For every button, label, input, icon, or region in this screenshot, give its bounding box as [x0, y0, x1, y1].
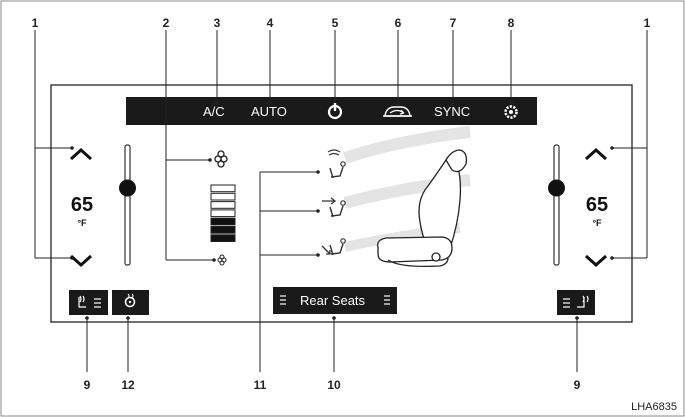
fan-level-segment — [210, 209, 236, 218]
callout-6: 6 — [394, 16, 402, 30]
right-temp-slider-track[interactable] — [553, 144, 560, 266]
callout-10: 10 — [327, 378, 341, 392]
fan-speed-level[interactable] — [210, 184, 236, 243]
steering-heater-icon — [124, 293, 136, 308]
callout-8: 8 — [507, 16, 515, 30]
figure-code: LHA6835 — [631, 401, 677, 413]
fan-low-icon[interactable] — [217, 254, 227, 266]
right-heated-seat-button[interactable] — [557, 290, 595, 315]
callout-5: 5 — [331, 16, 339, 30]
heated-seat-icon — [563, 295, 589, 308]
callout-9-right: 9 — [573, 378, 581, 392]
left-temp-slider-knob[interactable] — [119, 179, 136, 197]
foot-vent-mode-button[interactable] — [321, 238, 346, 256]
callout-leaders — [34, 30, 648, 372]
rear-seats-label: Rear Seats — [300, 293, 366, 308]
left-temp-down-icon[interactable] — [69, 254, 93, 268]
defrost-mode-button[interactable] — [327, 149, 346, 179]
left-temp-up-icon[interactable] — [69, 147, 93, 161]
left-heated-seat-button[interactable] — [69, 290, 108, 315]
fan-level-segment — [210, 234, 236, 243]
callout-3: 3 — [213, 16, 221, 30]
right-temperature-value: 65 — [585, 194, 609, 216]
recirculation-icon — [384, 106, 411, 117]
foot-vent-icon — [321, 245, 331, 255]
rear-seats-menu-icons — [280, 295, 390, 305]
top-control-bar — [126, 97, 537, 125]
callout-11: 11 — [253, 378, 267, 392]
seat-illustration — [377, 149, 468, 268]
right-temp-down-icon[interactable] — [584, 254, 608, 268]
callout-2: 2 — [162, 16, 170, 30]
fan-level-segment — [210, 184, 236, 193]
callout-12: 12 — [121, 378, 135, 392]
fan-level-segment — [210, 201, 236, 209]
rear-seats-button[interactable] — [273, 287, 397, 314]
left-temperature-unit: °F — [77, 218, 87, 228]
callout-1-left: 1 — [31, 16, 39, 30]
fan-level-segment — [210, 226, 236, 234]
fan-level-segment — [210, 217, 236, 226]
power-button[interactable] — [327, 103, 343, 120]
face-vent-mode-button[interactable] — [322, 197, 346, 218]
right-temp-slider-knob[interactable] — [548, 179, 565, 197]
face-vent-icon — [322, 197, 337, 205]
fan-high-icon[interactable] — [214, 150, 228, 168]
left-temperature-value: 65 — [70, 194, 94, 216]
settings-button[interactable] — [504, 105, 518, 119]
fan-level-segment — [210, 192, 236, 201]
callout-7: 7 — [449, 16, 457, 30]
right-temp-up-icon[interactable] — [584, 147, 608, 161]
callout-1-right: 1 — [643, 16, 651, 30]
display-panel — [50, 84, 633, 323]
right-temperature-unit: °F — [592, 218, 602, 228]
ac-button[interactable]: A/C — [203, 104, 225, 119]
sync-button[interactable]: SYNC — [434, 104, 471, 119]
callout-9-left: 9 — [83, 378, 91, 392]
left-temp-slider-track[interactable] — [124, 144, 131, 266]
gear-icon — [504, 105, 518, 119]
windshield-defrost-icon — [327, 149, 341, 156]
auto-button[interactable]: AUTO — [251, 104, 287, 119]
recirculation-button[interactable] — [383, 106, 412, 117]
heated-seat-icon — [78, 295, 101, 308]
callout-4: 4 — [266, 16, 274, 30]
